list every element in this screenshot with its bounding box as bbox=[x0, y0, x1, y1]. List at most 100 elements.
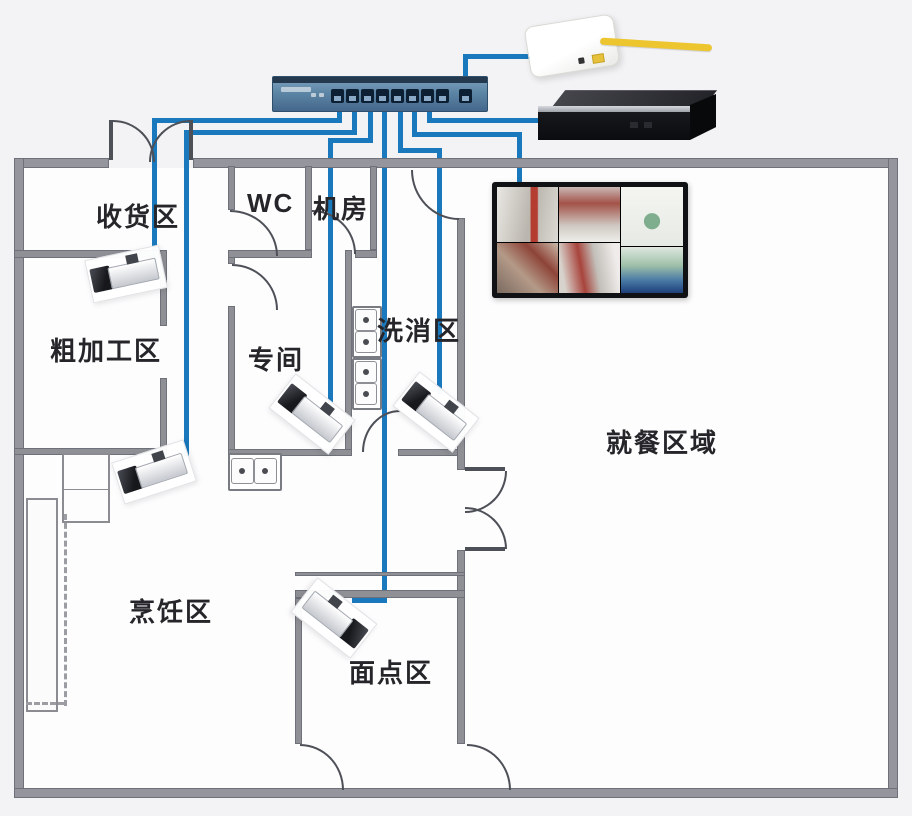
wall-segment bbox=[295, 590, 465, 598]
dashed-partition bbox=[26, 702, 64, 705]
ethernet-port bbox=[361, 89, 374, 103]
router-wan-port bbox=[591, 53, 605, 64]
wall-segment bbox=[355, 250, 377, 258]
network-cable bbox=[437, 148, 442, 394]
ethernet-port bbox=[391, 89, 404, 103]
camera-feed-tile bbox=[559, 243, 620, 293]
wall-segment bbox=[193, 158, 898, 168]
network-cable bbox=[328, 138, 373, 143]
wall-segment bbox=[14, 448, 167, 455]
ethernet-port bbox=[376, 89, 389, 103]
drain-icon bbox=[262, 468, 268, 474]
room-label-jiucanquyu: 就餐区域 bbox=[606, 428, 719, 458]
camera-feed-tile bbox=[559, 187, 620, 242]
drain-icon bbox=[363, 369, 369, 375]
door-leaf bbox=[465, 467, 505, 471]
sink-basin bbox=[355, 361, 377, 383]
drain-icon bbox=[363, 317, 369, 323]
ethernet-port bbox=[436, 89, 449, 103]
camera-feed-tile bbox=[497, 243, 558, 293]
sink-basin bbox=[355, 331, 377, 353]
room-label-wc: WC bbox=[247, 188, 295, 218]
network-cable bbox=[184, 130, 189, 456]
door-leaf bbox=[465, 547, 505, 551]
network-cable bbox=[184, 130, 357, 135]
wall-segment bbox=[14, 788, 898, 798]
sink-unit bbox=[352, 358, 382, 410]
room-label-jifang: 机房 bbox=[313, 194, 370, 224]
network-cable bbox=[352, 598, 387, 603]
switch-logo bbox=[281, 87, 311, 92]
network-cable bbox=[398, 148, 442, 153]
dashed-partition bbox=[64, 514, 67, 706]
network-cable bbox=[152, 118, 342, 123]
camera-feed-tile bbox=[621, 187, 683, 246]
wall-segment bbox=[228, 166, 235, 210]
wall-segment bbox=[14, 250, 167, 258]
counter bbox=[62, 453, 110, 523]
wall-segment bbox=[228, 306, 235, 452]
wall-segment bbox=[457, 550, 465, 744]
network-cable bbox=[328, 138, 333, 406]
switch-indicator-led bbox=[319, 93, 324, 97]
network-cable bbox=[152, 118, 157, 280]
router bbox=[523, 13, 621, 79]
room-label-cujiagongqu: 粗加工区 bbox=[50, 336, 163, 366]
room-label-pengrenqu: 烹饪区 bbox=[129, 597, 214, 627]
uplink-cable bbox=[463, 54, 565, 59]
switch-top-strip bbox=[273, 77, 487, 83]
wall-segment bbox=[228, 449, 352, 456]
network-cable bbox=[368, 100, 373, 138]
wall-segment bbox=[345, 250, 352, 456]
poe-switch bbox=[272, 76, 488, 112]
wall-segment bbox=[14, 158, 109, 168]
room-label-zhuanjian: 专间 bbox=[248, 345, 305, 375]
cctv-monitor bbox=[492, 182, 688, 298]
counter bbox=[26, 498, 58, 712]
wall-segment bbox=[305, 166, 312, 250]
ethernet-port bbox=[421, 89, 434, 103]
wall-segment bbox=[370, 166, 377, 250]
switch-indicator-led bbox=[311, 93, 316, 97]
wall-segment bbox=[457, 218, 465, 470]
nvr-button bbox=[630, 122, 638, 128]
sink-basin bbox=[355, 309, 377, 331]
camera-feed-tile bbox=[497, 187, 558, 242]
monitor-screen bbox=[497, 187, 683, 293]
drain-icon bbox=[363, 391, 369, 397]
router-lan-port bbox=[577, 57, 585, 65]
sink-basin bbox=[254, 458, 277, 484]
network-cable bbox=[352, 100, 357, 130]
wall-segment bbox=[14, 158, 24, 798]
door-leaf bbox=[109, 120, 113, 160]
uplink-port bbox=[459, 89, 472, 103]
nvr-front-trim bbox=[538, 106, 690, 112]
ethernet-port bbox=[406, 89, 419, 103]
nvr-button bbox=[644, 122, 652, 128]
nvr-recorder bbox=[538, 88, 718, 144]
uplink-cable bbox=[463, 54, 468, 80]
network-cable bbox=[412, 100, 417, 132]
door-leaf bbox=[189, 120, 193, 160]
network-cable bbox=[398, 100, 403, 148]
sink-unit bbox=[228, 453, 282, 491]
network-cable bbox=[382, 100, 387, 603]
wall-segment bbox=[295, 598, 302, 744]
sink-unit bbox=[352, 306, 382, 358]
wall-segment bbox=[398, 449, 465, 456]
camera-feed-tile bbox=[621, 247, 683, 293]
network-cable bbox=[427, 118, 546, 123]
ethernet-port bbox=[346, 89, 359, 103]
room-label-miandianqu: 面点区 bbox=[349, 658, 434, 688]
wall-segment bbox=[888, 158, 898, 798]
sink-basin bbox=[231, 458, 254, 484]
drain-icon bbox=[363, 339, 369, 345]
sink-basin bbox=[355, 383, 377, 405]
wall-segment bbox=[295, 572, 465, 576]
counter-divider bbox=[64, 489, 108, 490]
ethernet-port bbox=[331, 89, 344, 103]
room-label-xixiaoqu: 洗消区 bbox=[377, 316, 462, 346]
drain-icon bbox=[239, 468, 245, 474]
network-cable bbox=[412, 132, 522, 137]
